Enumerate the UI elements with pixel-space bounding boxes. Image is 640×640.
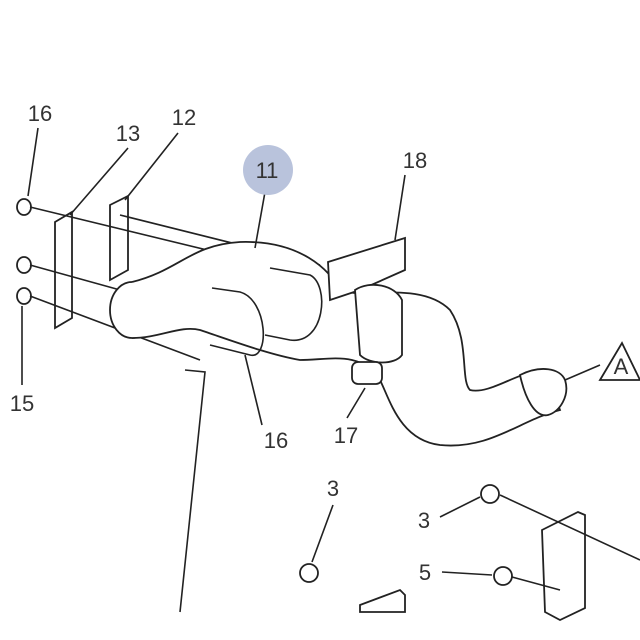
callout-16-lower: 16	[264, 428, 288, 453]
nut-group-lower	[299, 484, 513, 586]
callout-3: 3	[327, 476, 339, 501]
callout-15: 15	[10, 391, 34, 416]
reference-marker-a: A	[614, 354, 629, 379]
callout-3-right: 3	[418, 508, 430, 533]
callout-11[interactable]: 11	[256, 158, 279, 183]
bracket-lower-right	[541, 511, 586, 622]
callout-17: 17	[334, 423, 358, 448]
nut-group-left	[16, 198, 32, 305]
callout-5: 5	[419, 560, 431, 585]
leader-lines	[21, 127, 601, 576]
callout-18: 18	[403, 148, 427, 173]
gasket-18	[327, 236, 406, 302]
u-bolt	[209, 287, 265, 356]
callout-12: 12	[172, 105, 196, 130]
bracket-lower-middle	[359, 588, 406, 613]
clamp-17	[351, 283, 403, 385]
u-bolt	[264, 267, 323, 341]
callout-16: 16	[28, 101, 52, 126]
exhaust-pipe-11	[109, 241, 568, 447]
highlight-circle-11	[243, 145, 293, 195]
bracket-12	[109, 194, 129, 282]
reference-triangle-a	[598, 341, 640, 381]
callout-13: 13	[116, 121, 140, 146]
